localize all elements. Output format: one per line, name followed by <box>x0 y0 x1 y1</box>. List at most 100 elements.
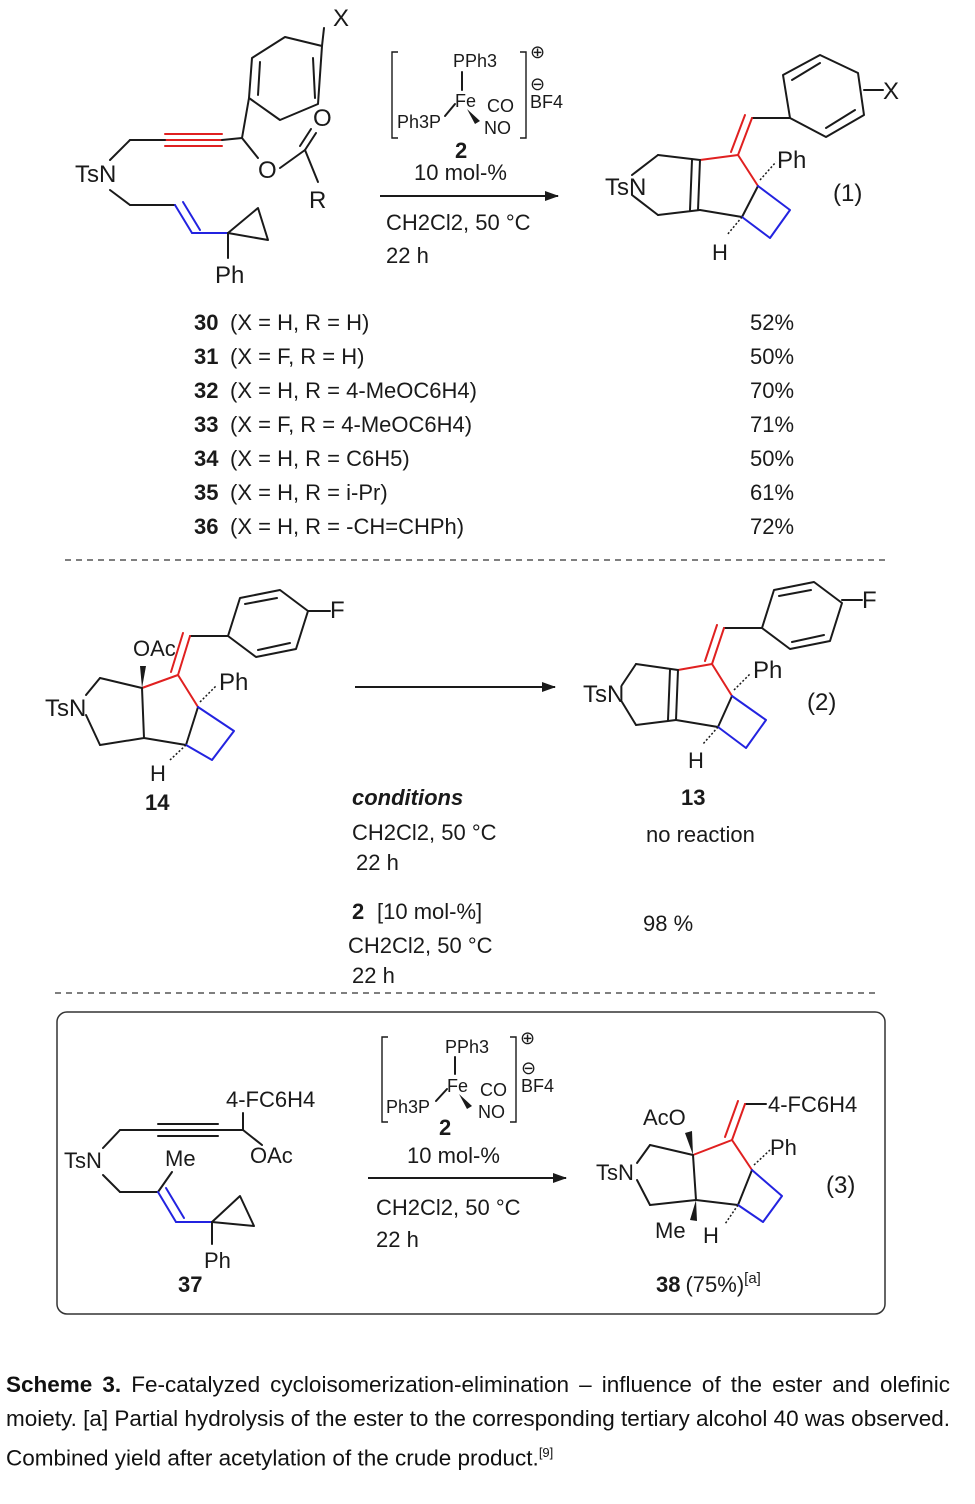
eq2-sm-tsn: TsN <box>45 695 86 722</box>
eq1-entry-yield: 72% <box>750 514 794 539</box>
equation-2: F OAc TsN Ph H 14 F <box>45 581 877 988</box>
reaction-scheme: X O O R TsN Ph PPh3 <box>45 5 899 1315</box>
eq1-entry-conditions: (X = F, R = 4-MeOC6H4) <box>230 412 472 437</box>
eq1-entry-id: 32 <box>194 378 218 403</box>
eq3-product-id: 38 <box>656 1272 680 1297</box>
eq1-entry-36: 36 (X = H, R = -CH=CHPh) <box>194 514 464 539</box>
eq3-cat-charge: ⊕ <box>520 1028 535 1048</box>
eq2-row2-cat: 2 <box>352 899 364 924</box>
eq1-entry-35: 35(X = H, R = i-Pr) <box>194 480 388 505</box>
eq1-product: X TsN Ph H <box>605 54 899 265</box>
eq3-number: (3) <box>826 1172 855 1199</box>
eq1-catalyst: PPh3 Fe CO Ph3P NO ⊕ ⊖ BF4 2 <box>391 42 563 163</box>
eq1-entry-34: 34(X = H, R = C6H5) <box>194 446 410 471</box>
eq1-entry-conditions: (X = H, R = H) <box>230 310 369 335</box>
eq3-starting-material: 4-FC6H4 OAc TsN Me Ph 37 <box>64 1087 315 1297</box>
eq3-product-h: H <box>703 1223 719 1248</box>
eq1-cat-number: 2 <box>455 138 467 163</box>
eq3-cat-anion-charge: ⊖ <box>521 1058 536 1078</box>
eq2-row1-result: no reaction <box>646 822 755 847</box>
eq3-product-yield: (75%) <box>685 1272 744 1297</box>
eq2-sm-id: 14 <box>145 790 170 815</box>
eq1-entry-30: 30 (X = H, R = H) <box>194 310 369 335</box>
eq1-sm-alkene <box>174 201 201 234</box>
eq2-product-id: 13 <box>681 785 705 810</box>
eq1-cat-anion-charge: ⊖ <box>530 74 545 94</box>
eq2-product-f: F <box>862 587 877 614</box>
eq2-row2-solvent: CH2Cl2, 50 °C <box>348 933 493 958</box>
eq1-entry-yield: 61% <box>750 480 794 505</box>
eq2-product: F TsN Ph H 13 <box>583 581 877 810</box>
eq1-product-aryl-ring <box>782 54 865 138</box>
eq1-product-exo-alkene <box>730 114 753 156</box>
eq2-row2-loading: [10 mol-%] <box>377 899 482 924</box>
eq3-product-aryl: 4-FC6H4 <box>768 1092 857 1117</box>
equation-1: X O O R TsN Ph PPh3 <box>75 5 899 539</box>
eq3-sm-cyclopropane <box>211 1195 255 1227</box>
caption-ref: [9] <box>538 1445 554 1460</box>
eq1-cat-anion: BF4 <box>530 92 563 112</box>
eq3-product-aco: AcO <box>643 1105 686 1130</box>
eq1-entry-conditions: (X = H, R = -CH=CHPh) <box>230 514 464 539</box>
eq1-cat-ph3p: Ph3P <box>397 112 441 132</box>
eq1-sm-alkyne <box>164 133 223 147</box>
eq1-entry-yield: 52% <box>750 310 794 335</box>
eq1-entry-id: 34 <box>194 446 219 471</box>
eq1-loading: 10 mol-% <box>414 160 507 185</box>
eq3-cat-ph3p: Ph3P <box>386 1097 430 1117</box>
eq1-sm-ph-label: Ph <box>215 262 244 289</box>
eq2-sm-oac: OAc <box>133 636 176 661</box>
caption-label: Scheme 3. <box>6 1372 122 1397</box>
eq3-cat-fe: Fe <box>447 1076 468 1096</box>
eq2-product-ph: Ph <box>753 657 782 684</box>
eq1-cat-no: NO <box>484 118 511 138</box>
eq1-entry-conditions: (X = F, R = H) <box>230 344 364 369</box>
equation-3: 4-FC6H4 OAc TsN Me Ph 37 PPh3 Fe <box>56 1011 886 1315</box>
eq1-cat-co: CO <box>487 96 514 116</box>
eq2-row1-time: 22 h <box>356 850 399 875</box>
eq1-entry-32: 32 (X = H, R = 4-MeOC6H4) <box>194 378 477 403</box>
eq3-product-tsn: TsN <box>596 1160 634 1185</box>
eq3-sm-ph: Ph <box>204 1248 231 1273</box>
eq3-catalyst: PPh3 Fe CO Ph3P NO ⊕ ⊖ BF4 2 <box>381 1028 554 1140</box>
eq1-entry-yield: 50% <box>750 446 794 471</box>
eq3-sm-alkene <box>157 1187 185 1223</box>
eq2-product-h: H <box>688 748 704 773</box>
eq1-entry-id: 30 <box>194 310 218 335</box>
eq1-cat-pph3: PPh3 <box>453 51 497 71</box>
eq1-cat-fe: Fe <box>455 91 476 111</box>
eq3-sm-aryl: 4-FC6H4 <box>226 1087 315 1112</box>
eq1-entry-yield: 71% <box>750 412 794 437</box>
eq1-solvent: CH2Cl2, 50 °C <box>386 210 531 235</box>
eq3-product-me: Me <box>655 1218 686 1243</box>
eq3-sm-tsn: TsN <box>64 1148 102 1173</box>
eq2-row2-result: 98 % <box>643 911 693 936</box>
eq1-entry-31: 31(X = F, R = H) <box>194 344 364 369</box>
eq2-sm-f: F <box>330 597 345 624</box>
eq2-sm-aryl-ring <box>227 589 309 658</box>
eq1-time: 22 h <box>386 243 429 268</box>
eq3-cat-no: NO <box>478 1102 505 1122</box>
eq2-starting-material: F OAc TsN Ph H 14 <box>45 589 345 815</box>
eq2-row2-time: 22 h <box>352 963 395 988</box>
eq1-entry-id: 36 <box>194 514 218 539</box>
eq1-entries-table: 30 (X = H, R = H) 52% 31(X = F, R = H) 50% 32… <box>194 310 794 539</box>
eq1-entry-conditions: (X = H, R = 4-MeOC6H4) <box>230 378 477 403</box>
eq1-sm-x-label: X <box>333 5 349 32</box>
eq1-product-x: X <box>883 78 899 105</box>
eq2-row1-solvent: CH2Cl2, 50 °C <box>352 820 497 845</box>
eq3-time: 22 h <box>376 1227 419 1252</box>
eq3-product-ph: Ph <box>770 1135 797 1160</box>
scheme-caption: Scheme 3. Fe-catalyzed cycloisomerizatio… <box>6 1368 950 1476</box>
eq1-product-h: H <box>712 240 728 265</box>
eq3-solvent: CH2Cl2, 50 °C <box>376 1195 521 1220</box>
eq3-sm-id: 37 <box>178 1272 202 1297</box>
eq3-cat-anion: BF4 <box>521 1076 554 1096</box>
eq3-product-note: [a] <box>744 1270 761 1287</box>
eq1-entry-33: 33(X = F, R = 4-MeOC6H4) <box>194 412 472 437</box>
eq3-cat-pph3: PPh3 <box>445 1037 489 1057</box>
eq1-number: (1) <box>833 180 862 207</box>
eq1-entry-yield: 70% <box>750 378 794 403</box>
eq3-sm-me: Me <box>165 1146 196 1171</box>
eq1-sm-o-carbonyl: O <box>313 105 332 132</box>
